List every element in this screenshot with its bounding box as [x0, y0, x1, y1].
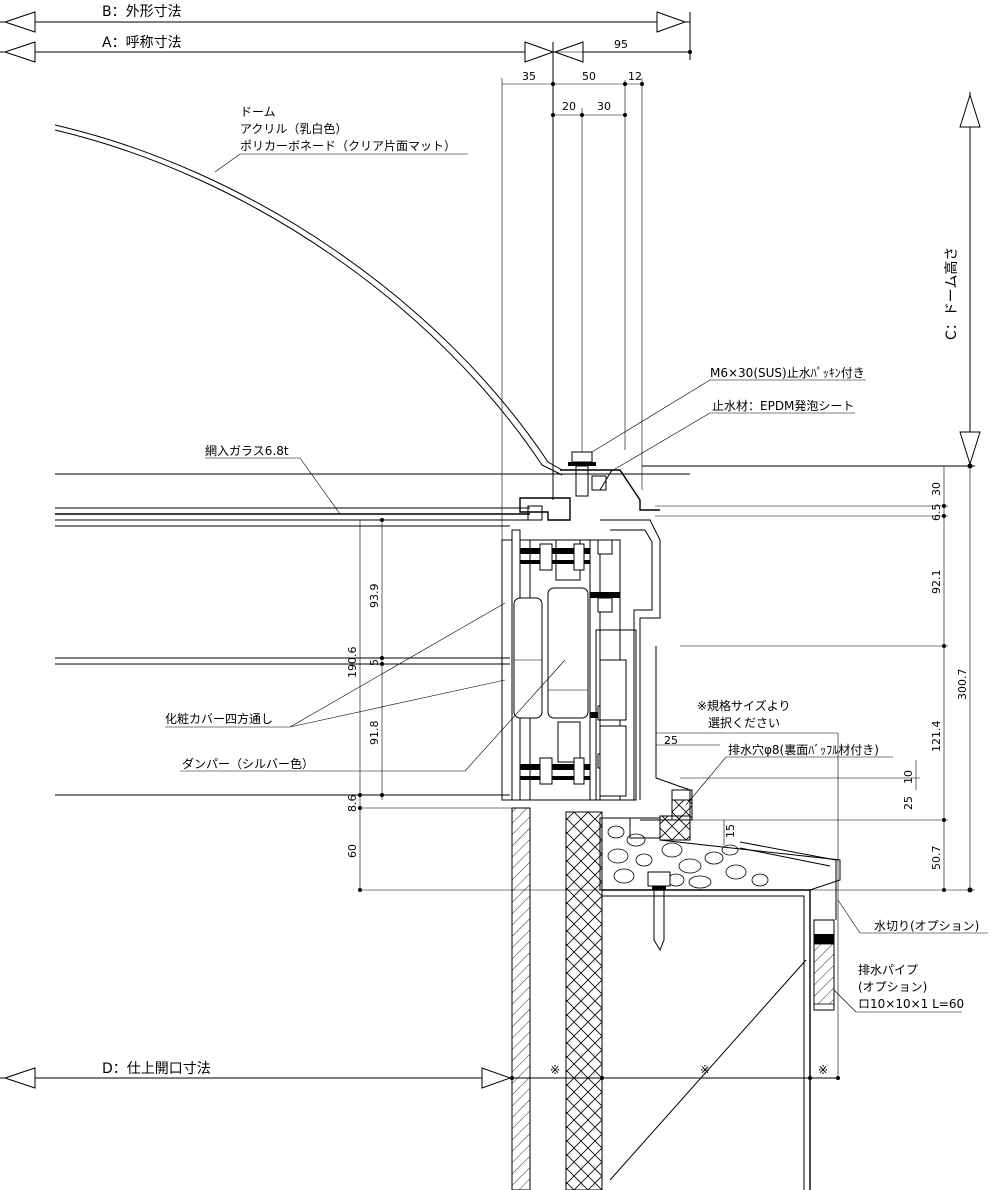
dimension-b: B：外形寸法 [0, 4, 691, 60]
dome-acrylic-label: アクリル（乳白色） [240, 121, 347, 136]
mark-1: ※ [550, 1063, 560, 1077]
annotations: M6×30(SUS)止水ﾊﾟｯｷﾝ付き 止水材：EPDM発泡シート 化粧カバー四… [165, 366, 988, 1080]
curb-wall [511, 807, 841, 1190]
cover-label: 化粧カバー四方通し [165, 711, 273, 726]
dimension-d: D：仕上開口寸法 ※ ※ ※ [0, 1061, 840, 1089]
dim-15: 15 [724, 824, 737, 838]
dim-20: 20 [562, 100, 576, 113]
right-dimensions: 30 6.5 92.1 300.7 121.4 10 25 50.7 [360, 466, 975, 893]
flashing-label: 水切り(オプション) [874, 919, 979, 933]
dim-95: 95 [614, 38, 628, 51]
dim-12: 12 [628, 70, 642, 83]
dimension-d-label: D：仕上開口寸法 [102, 1061, 211, 1077]
left-dimensions: 93.9 190.6 5 91.8 8.6 60 [346, 518, 512, 892]
dim-30: 30 [597, 100, 611, 113]
dim-right-50-7: 50.7 [930, 846, 943, 871]
dim-right-25: 25 [902, 796, 915, 810]
dim-right-30: 30 [930, 482, 943, 496]
dimension-b-label: B：外形寸法 [102, 4, 182, 20]
dimension-a-label: A：呼称寸法 [102, 35, 182, 51]
drain-hole-label: 排水穴φ8(裏面ﾊﾞｯﾌﾙ材付き) [728, 742, 879, 757]
size-note-1: ※規格サイズより [697, 698, 790, 713]
dim-8-6: 8.6 [346, 795, 359, 813]
dim-25: 25 [664, 734, 678, 747]
dim-60: 60 [346, 844, 359, 858]
dome-shell: ドーム アクリル（乳白色） ポリカーボネード（クリア片面マット） [54, 105, 563, 476]
dome-pc-label: ポリカーボネード（クリア片面マット） [240, 139, 456, 153]
mark-2: ※ [700, 1063, 710, 1077]
dim-5: 5 [368, 659, 381, 666]
size-note-2: 選択ください [708, 716, 780, 730]
dimension-a: A：呼称寸法 [0, 35, 690, 500]
drain-pipe-label-3: ロ10×10×1 L=60 [858, 997, 964, 1011]
dimension-c: C：ドーム高さ [642, 92, 981, 469]
top-detail-dimensions: 95 35 50 12 20 30 [501, 38, 692, 790]
dim-right-300-7: 300.7 [956, 669, 969, 701]
dim-91-8: 91.8 [368, 721, 381, 746]
wire-glass-label: 網入ガラス6.8t [205, 444, 289, 458]
dim-right-92-1: 92.1 [930, 570, 943, 595]
wire-glass: 網入ガラス6.8t [55, 444, 690, 527]
drain-pipe-label-1: 排水パイプ [858, 963, 918, 977]
drain-pipe-label-2: (オプション) [858, 980, 927, 994]
dim-35: 35 [522, 70, 536, 83]
frame-assembly [501, 451, 693, 841]
mark-3: ※ [818, 1063, 828, 1077]
damper-label: ダンパー（シルバー色） [182, 756, 314, 771]
bolt-label: M6×30(SUS)止水ﾊﾟｯｷﾝ付き [710, 366, 865, 380]
dimension-c-label: C：ドーム高さ [943, 247, 960, 340]
dim-190-6: 190.6 [346, 647, 359, 679]
seal-label: 止水材：EPDM発泡シート [712, 399, 854, 413]
dome-title: ドーム [240, 105, 276, 119]
dim-right-10: 10 [902, 770, 915, 784]
dim-right-121-4: 121.4 [930, 721, 943, 753]
dim-93-9: 93.9 [368, 584, 381, 609]
dim-50: 50 [582, 70, 596, 83]
dim-right-6-5: 6.5 [930, 504, 943, 522]
